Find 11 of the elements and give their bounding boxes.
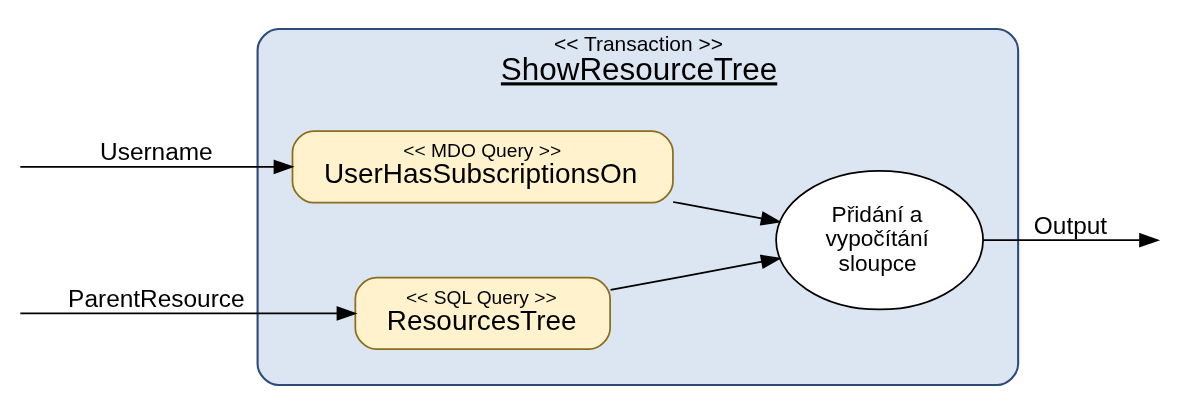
node-box: << SQL Query >> ResourcesTree (353, 276, 611, 351)
edge-label: Output (1033, 211, 1107, 239)
arrow (609, 254, 782, 291)
edge-label: ParentResource (67, 284, 245, 312)
arrow (18, 159, 295, 175)
arrow (671, 201, 782, 226)
node-box: << MDO Query >> UserHasSubscriptionsOn (291, 130, 674, 204)
arrow (18, 306, 358, 321)
edge-label: Username (99, 138, 213, 166)
node-ellipse: Přidání a vypočítání sloupce (774, 170, 984, 311)
arrow (982, 232, 1160, 248)
